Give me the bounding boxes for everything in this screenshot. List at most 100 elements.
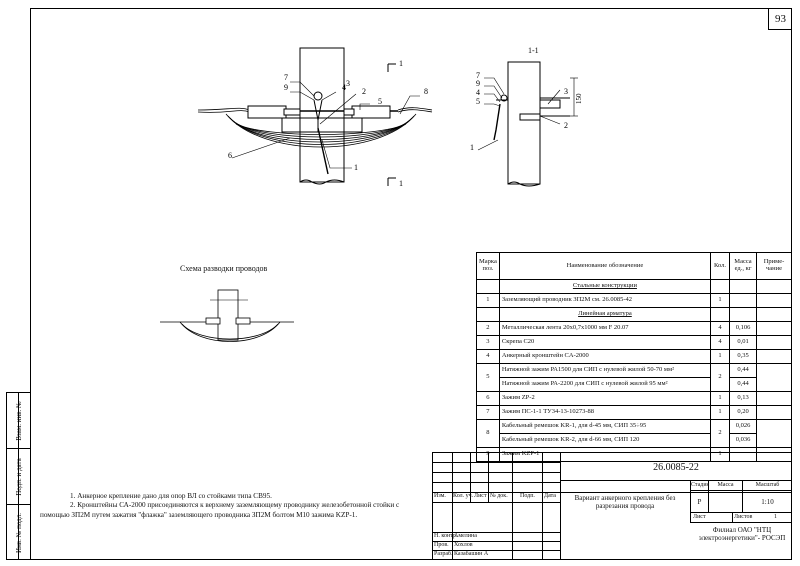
table-row: Натяжной зажим РА-2200 для СИП с нулевой… [477,377,792,392]
col-doc: № док. [490,493,508,499]
row-mass: 0,13 [729,391,757,406]
schema-title: Схема разводки проводов [180,264,268,273]
header-mass: Масса ед., кг [729,252,757,280]
row-qty: 4 [710,335,730,350]
row-name: Кабельный ремешок KR-1, для d-45 мм, СИП… [498,419,712,434]
row-name: Зажим KZP-1 [498,447,712,462]
col-list: Лист [474,493,487,499]
row-mass [729,293,757,308]
callout-8: 8 [424,87,428,96]
row-mark: 8 [476,419,500,448]
row-mark: 7 [476,405,500,420]
row-mark: 5 [476,363,500,392]
callout-1: 1 [354,163,358,172]
table-row: 9Зажим KZP-11 [476,447,792,462]
col-kol-uch: Кол. уч. [453,493,474,499]
stage-header: Стадия [691,482,710,488]
row-qty: 1 [710,293,730,308]
row-mass: 0,44 [729,377,757,392]
stage-value: Р [697,498,702,506]
wiring-schema [160,289,294,342]
col-izm: Изм. [434,493,446,499]
table-section-row: Стальные конструкции [476,279,792,294]
row-name: Натяжной зажим РА-2200 для СИП с нулевой… [498,377,712,392]
callout-r-5: 5 [476,97,480,106]
row-qty: 2 [710,419,730,448]
row-mass: 0,44 [729,363,757,378]
row-mass: 0,01 [729,335,757,350]
row-name: Кабельный ремешок KR-2, для d-66 мм, СИП… [498,433,712,448]
header-note: Приме- чание [756,252,792,280]
callout-7: 7 [284,73,288,82]
section-label: 1-1 [528,46,539,55]
section-marks [387,63,396,186]
table-header-row: Марка поз. Наименование обозначение Кол.… [476,252,792,280]
callout-r-2: 2 [564,121,568,130]
row-mass: 0,20 [729,405,757,420]
callout-2: 2 [362,87,366,96]
callout-9: 9 [284,83,288,92]
col-sign: Подп. [520,493,535,499]
row-mark: 3 [476,335,500,350]
callout-r-4: 4 [476,88,480,97]
pole-section-view [493,61,578,187]
col-date: Дата [544,493,556,499]
title-block: 26.0085-22 Вариант анкерного крепления б… [432,452,792,560]
sheet-label: Лист [693,514,706,520]
header-name: Наименование обозначение [498,252,712,280]
row-name: Анкерный кронштейн CA-2000 [498,349,712,364]
specification-table: Марка поз. Наименование обозначение Кол.… [476,252,792,462]
callouts-section-view: 7 9 4 5 3 2 1 [470,71,568,152]
row-mark: 4 [476,349,500,364]
page-number: 93 [768,8,792,30]
callout-3: 3 [346,79,350,88]
table-section-row: Линейная арматура [476,307,792,322]
row-mark: 6 [476,391,500,406]
callout-r-3: 3 [564,87,568,96]
callout-6: 6 [228,151,232,160]
note-2: 2. Кронштейны СА-2000 присоединяются к в… [40,501,400,519]
callout-r-7: 7 [476,71,480,80]
notes: 1. Анкерное крепление дано для опор ВЛ с… [40,492,430,520]
row-name: Металлическая лента 20х0,7х1000 мм F 20.… [498,321,712,336]
leader-lines-right [477,77,561,151]
name-developed: Казабашин А [454,551,489,557]
scale-value: 1:10 [761,498,774,506]
section-steel: Стальные конструкции [498,279,712,294]
callout-r-9: 9 [476,79,480,88]
mass-header: Масса [717,482,734,488]
row-mass: 0,35 [729,349,757,364]
strip-cell-replace-inv: Взам. инв. № [7,393,31,449]
row-qty: 2 [710,363,730,392]
row-name: Заземляющий проводник ЗП2М см. 26.0085-4… [498,293,712,308]
scale-header: Масштаб [755,482,780,488]
row-name: Скрепа С20 [498,335,712,350]
leader-lines-left [231,81,420,169]
row-qty: 1 [710,405,730,420]
row-mark: 1 [476,293,500,308]
row-name: Зажим ZP-2 [498,391,712,406]
tension-clamps [247,105,391,133]
doc-code: 26.0085-22 [653,462,699,473]
row-mass: 0,026 [729,419,757,434]
row-name: Зажим ПС-1-1 ТУ34-13-10273-88 [498,405,712,420]
sheets-value: 1 [774,514,777,520]
left-stamp-strip: Взам. инв. № Подп. и дата Инв. № подл. [6,392,31,560]
role-checked: Пров. [434,542,449,548]
role-norm-control: Н. контр. [434,533,458,539]
header-mark: Марка поз. [476,252,500,280]
role-developed: Разраб. [434,551,453,557]
section-mark-bottom: 1 [399,179,403,188]
row-qty: 1 [710,349,730,364]
row-mark: 2 [476,321,500,336]
header-qty: Кол. [710,252,730,280]
doc-title: Вариант анкерного крепления без разрезан… [574,494,676,511]
